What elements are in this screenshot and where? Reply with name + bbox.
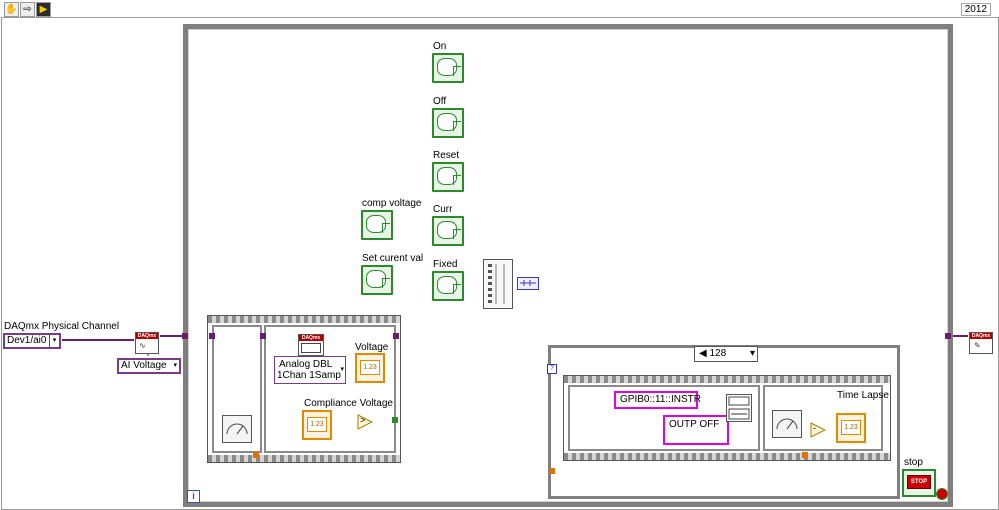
curr-control[interactable] <box>432 216 464 246</box>
daqmx-create-channel-icon[interactable]: DAQmx ∿ <box>135 332 159 354</box>
loop-tunnel-left <box>182 333 188 339</box>
time-lapse-label: Time Lapse <box>837 390 889 401</box>
visa-write-icon[interactable] <box>726 394 752 422</box>
comp-voltage-label: comp voltage <box>362 198 422 209</box>
seq1-tunnel-right <box>393 333 399 339</box>
seq1-tunnel-left <box>209 333 215 339</box>
daqmx-read-badge: DAQmx <box>299 335 323 341</box>
case-tunnel-bottom <box>549 468 555 474</box>
fixed-control[interactable] <box>432 271 464 301</box>
command-string-constant[interactable]: OUTP OFF <box>663 415 729 445</box>
voltage-indicator: 1.23 <box>355 353 385 383</box>
greater-than-node[interactable]: > <box>357 414 374 430</box>
channel-glyph-icon: ∿ <box>139 341 146 350</box>
compliance-voltage-control[interactable]: 1.23 <box>302 410 332 440</box>
sequence1-frame-1 <box>212 325 262 453</box>
bundle-node[interactable] <box>483 259 513 309</box>
off-control[interactable] <box>432 108 464 138</box>
channel-control[interactable]: Dev1/ai0 ▾ <box>3 333 61 349</box>
iteration-terminal[interactable]: i <box>187 490 200 503</box>
on-label: On <box>433 41 447 52</box>
stop-button[interactable]: STOP <box>902 469 936 497</box>
cluster-glyph-icon <box>520 280 536 286</box>
daqmx-clear-badge: DAQmx <box>970 333 992 339</box>
case-selector-terminal: ? <box>547 364 557 374</box>
comp-voltage-control[interactable] <box>361 210 393 240</box>
chevron-down-icon: ▾ <box>340 366 344 373</box>
channel-value: Dev1/ai0 <box>7 335 47 346</box>
case-prev-icon[interactable]: ◀ <box>699 348 707 359</box>
subtract-node[interactable]: - <box>810 422 827 438</box>
chevron-down-icon[interactable]: ▾ <box>49 335 59 347</box>
hand-icon[interactable]: ✋ <box>4 2 19 17</box>
on-control[interactable] <box>432 53 464 83</box>
time-lapse-indicator: 1.23 <box>836 413 866 443</box>
loop-condition-icon[interactable] <box>936 488 948 500</box>
run-icon[interactable]: ▶ <box>36 2 51 17</box>
subtract-icon <box>810 422 827 438</box>
bundle-icon <box>488 264 505 304</box>
daqmx-clear-icon[interactable]: DAQmx ✎ <box>969 332 993 354</box>
loop-tunnel-right <box>945 333 951 339</box>
gauge-icon <box>776 418 798 430</box>
case-value: 128 <box>709 348 727 359</box>
curr-label: Curr <box>433 204 453 215</box>
tick-count-icon[interactable] <box>222 415 252 443</box>
compare-symbol: > <box>360 415 366 425</box>
off-label: Off <box>433 96 447 107</box>
case-selector[interactable]: ◀ 128 ▾ <box>694 346 758 362</box>
read-mode-selector[interactable]: Analog DBL 1Chan 1Samp ▾ <box>274 356 346 384</box>
case-next-icon[interactable]: ▾ <box>749 348 755 359</box>
ai-mode-selector[interactable]: AI Voltage ▾ <box>117 358 181 374</box>
compliance-voltage-label: Compliance Voltage <box>304 398 393 409</box>
read-mode-line1: Analog DBL <box>279 359 333 370</box>
seq1-tunnel-mid <box>260 333 266 339</box>
stop-label: stop <box>904 457 923 468</box>
channel-label: DAQmx Physical Channel <box>4 321 120 332</box>
seq1-tunnel-bottom <box>253 452 259 458</box>
seq2-tunnel-bottom <box>802 452 808 458</box>
daqmx-badge: DAQmx <box>136 333 158 339</box>
daqmx-read-icon[interactable]: DAQmx <box>298 334 324 356</box>
cluster-convert-icon[interactable] <box>517 277 539 290</box>
version-badge: 2012 <box>960 3 991 16</box>
arrow-right-icon[interactable]: ⇨ <box>20 2 35 17</box>
compare-icon <box>357 414 374 430</box>
read-glyph-icon <box>301 343 321 353</box>
reset-control[interactable] <box>432 162 464 192</box>
visa-resource-constant[interactable]: GPIB0::11::INSTR <box>614 391 701 409</box>
voltage-label: Voltage <box>355 342 389 353</box>
fixed-label: Fixed <box>433 259 458 270</box>
stop-text: STOP <box>907 475 931 489</box>
chevron-down-icon: ▾ <box>173 362 177 369</box>
reset-label: Reset <box>433 150 460 161</box>
read-mode-line2: 1Chan 1Samp <box>277 370 341 381</box>
ai-mode-value: AI Voltage <box>121 360 167 371</box>
set-current-control[interactable] <box>361 265 393 295</box>
tick-count-2-icon[interactable] <box>772 410 802 438</box>
subtract-symbol: - <box>813 423 816 433</box>
eraser-icon: ✎ <box>974 341 981 350</box>
toolbar: ✋ ⇨ ▶ 2012 <box>0 0 999 18</box>
set-current-label: Set curent val <box>362 253 424 264</box>
compliance-display: 1.23 <box>307 417 327 432</box>
time-lapse-display: 1.23 <box>841 420 861 435</box>
voltage-display: 1.23 <box>360 360 380 375</box>
visa-glyph-icon <box>728 396 750 420</box>
seq1-tunnel-bool <box>392 417 398 423</box>
gauge-icon <box>226 423 248 435</box>
